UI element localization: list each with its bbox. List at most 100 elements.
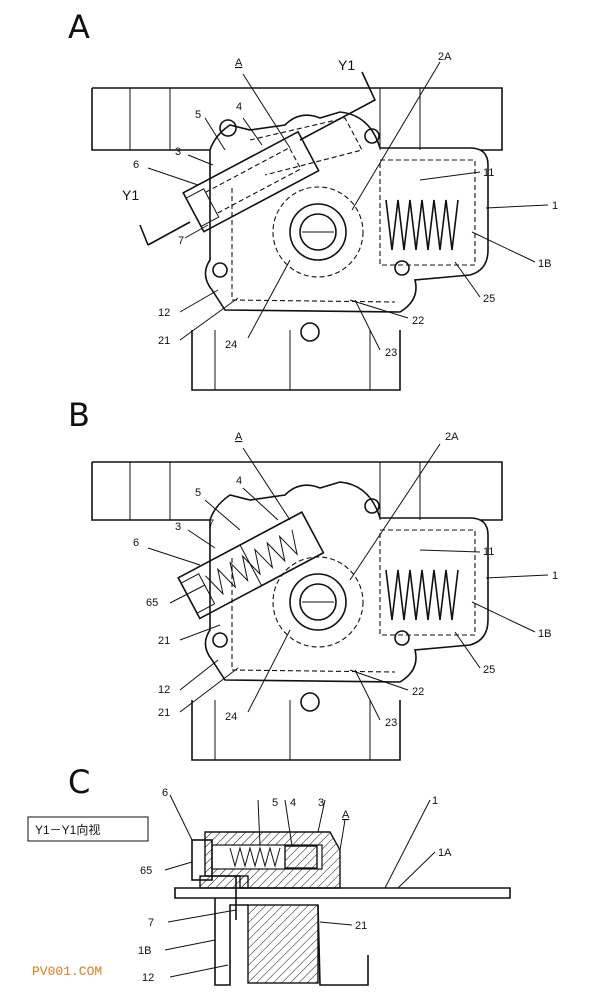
housing-b [204, 481, 489, 683]
valve-outer-a [289, 203, 347, 261]
leader-lines-b [147, 443, 549, 721]
internal-passages-a [231, 117, 476, 303]
panel-letter-a: A [68, 8, 90, 46]
bolt-icon [394, 630, 410, 646]
label-5: 5 [195, 487, 201, 499]
label-21: 21 [158, 335, 170, 347]
bolt-icon [212, 632, 228, 648]
label-3: 3 [318, 797, 324, 809]
leader-lines-c [164, 794, 436, 978]
base-body-b [191, 700, 401, 761]
base-body-a [191, 330, 401, 391]
label-6: 6 [162, 787, 168, 799]
label-y1-top: Y1 [338, 57, 355, 73]
view-title: Y1－Y1向视 [35, 822, 100, 837]
label-7: 7 [208, 518, 214, 530]
label-21-upper: 21 [158, 635, 170, 647]
top-flange-b [91, 461, 503, 521]
label-1b: 1B [138, 945, 151, 957]
spring-right-b [385, 569, 459, 621]
sub-assembly-b [177, 511, 325, 620]
label-3: 3 [175, 146, 181, 158]
label-21-lower: 21 [158, 707, 170, 719]
label-65: 65 [146, 597, 158, 609]
valve-outer-b [289, 573, 347, 631]
valve-chamber-b [272, 556, 364, 648]
label-24: 24 [225, 711, 237, 723]
valve-chamber-a [272, 186, 364, 278]
label-65: 65 [140, 865, 152, 877]
label-24: 24 [225, 339, 237, 351]
labels-c: Y1－Y1向视 6 5 4 3 1 A 1A 65 7 21 1B 12 [35, 787, 452, 984]
label-23: 23 [385, 717, 397, 729]
panel-b: B [68, 396, 549, 761]
label-a: A [342, 809, 350, 821]
label-y1-left: Y1 [122, 187, 139, 203]
panel-letter-c: C [68, 763, 90, 801]
label-5: 5 [272, 797, 278, 809]
label-2a: 2A [445, 431, 459, 443]
watermark: PV001.COM [32, 964, 102, 979]
labels-b: A 2A 4 5 7 3 6 65 11 1 1B 21 25 12 21 22… [133, 431, 558, 729]
label-1: 1 [432, 795, 438, 807]
panel-letter-b: B [68, 396, 90, 434]
bolt-icon [300, 322, 320, 342]
label-22: 22 [412, 315, 424, 327]
panel-a: A [68, 8, 549, 391]
internal-passages-b [231, 529, 476, 673]
label-21: 21 [355, 920, 367, 932]
pin-7-base [199, 875, 249, 889]
label-25: 25 [483, 664, 495, 676]
bolt-icon [300, 692, 320, 712]
label-1a: 1A [438, 847, 452, 859]
spring-5 [229, 846, 281, 868]
label-4: 4 [290, 797, 296, 809]
section-line-y1-top [299, 71, 377, 141]
label-3: 3 [175, 521, 181, 533]
label-6: 6 [133, 537, 139, 549]
label-1: 1 [552, 570, 558, 582]
panel-c: C [27, 763, 511, 986]
label-12: 12 [158, 307, 170, 319]
bolt-icon [394, 260, 410, 276]
plunger-4 [284, 845, 318, 869]
label-4: 4 [236, 101, 242, 113]
label-1b: 1B [538, 628, 551, 640]
base-lines-b [214, 700, 371, 760]
spring-right-a [385, 199, 459, 251]
bolt-icon [364, 498, 380, 514]
label-6: 6 [133, 159, 139, 171]
label-25: 25 [483, 293, 495, 305]
label-2a: 2A [438, 51, 452, 63]
leader-lines-a [147, 61, 549, 351]
label-11: 11 [483, 546, 494, 558]
label-7: 7 [148, 917, 154, 929]
label-a: A [235, 57, 243, 69]
label-7: 7 [178, 235, 184, 247]
plate-1a [174, 887, 511, 899]
view-title-box [27, 816, 149, 842]
body-21 [247, 904, 319, 984]
valve-inner-b [299, 583, 337, 621]
label-4: 4 [236, 475, 242, 487]
label-1b: 1B [538, 258, 551, 270]
label-12: 12 [158, 684, 170, 696]
flange-lines-b [129, 462, 421, 520]
label-1: 1 [552, 200, 558, 212]
bolt-icon [212, 262, 228, 278]
base-lines-a [214, 330, 371, 390]
label-a: A [235, 431, 243, 443]
labels-a: A Y1 Y1 2A 4 5 3 6 7 11 1 1B 25 12 21 22… [122, 51, 558, 359]
label-5: 5 [195, 109, 201, 121]
bolt-icon [219, 119, 237, 137]
valve-inner-a [299, 213, 337, 251]
label-23: 23 [385, 347, 397, 359]
housing-a [204, 111, 489, 313]
body-1b [214, 898, 369, 986]
label-11: 11 [483, 167, 494, 179]
top-flange-a [91, 87, 503, 151]
label-22: 22 [412, 686, 424, 698]
label-12: 12 [142, 972, 154, 984]
section-line-y1-left [139, 221, 191, 246]
